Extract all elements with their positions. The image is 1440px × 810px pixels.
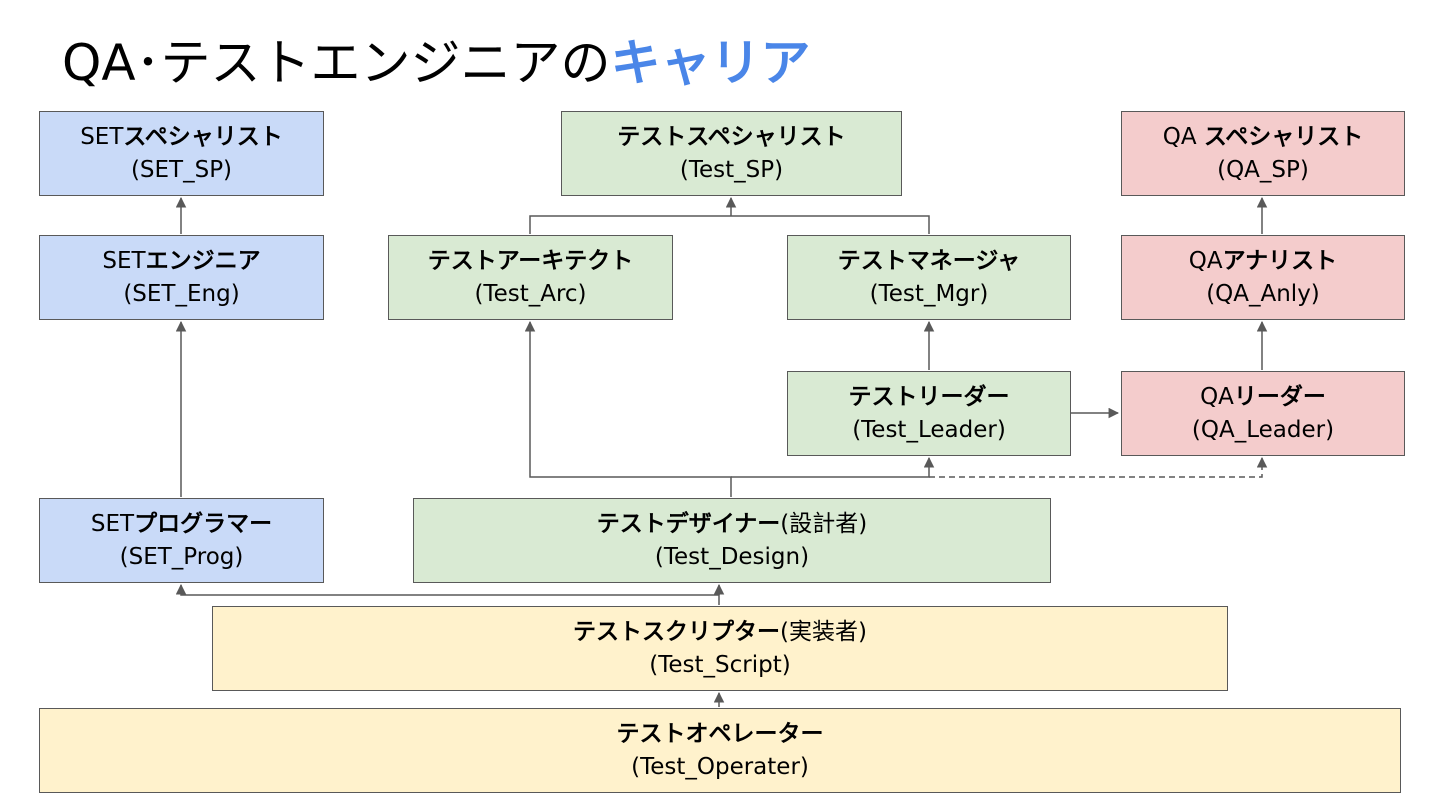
role-qa-sp: QA スペシャリスト (QA_SP) (1121, 111, 1405, 196)
role-test-sp: テストスペシャリスト (Test_SP) (561, 111, 902, 196)
set-sp-code: (SET_SP) (130, 156, 233, 183)
set-eng-code: (SET_Eng) (123, 280, 240, 307)
test-design-suffix: (設計者) (780, 510, 868, 537)
set-eng-name-b: エンジニア (145, 247, 261, 274)
title-prefix: QA･テストエンジニアの (62, 34, 611, 92)
test-leader-code: (Test_Leader) (852, 416, 1006, 443)
role-test-arc: テストアーキテクト (Test_Arc) (388, 235, 673, 320)
set-prog-name-b: プログラマー (134, 510, 273, 537)
page-title: QA･テストエンジニアのキャリア (62, 28, 811, 98)
edge-design-to-qaleader (929, 456, 1268, 478)
test-arc-name: テストアーキテクト (427, 247, 634, 274)
qa-sp-code: (QA_SP) (1217, 156, 1309, 183)
test-sp-name: テストスペシャリスト (617, 123, 846, 150)
test-oper-name: テストオペレーター (616, 720, 824, 747)
set-prog-code: (SET_Prog) (119, 543, 244, 570)
test-oper-code: (Test_Operater) (631, 753, 809, 780)
qa-anly-name-b: アナリスト (1222, 247, 1338, 274)
qa-leader-code: (QA_Leader) (1191, 416, 1335, 443)
role-qa-anly: QAアナリスト (QA_Anly) (1121, 235, 1405, 320)
qa-sp-name-a: QA (1162, 123, 1204, 150)
edge-script-to-setprog (175, 583, 720, 605)
test-script-code: (Test_Script) (649, 651, 791, 678)
role-test-design: テストデザイナー(設計者) (Test_Design) (413, 498, 1051, 583)
test-arc-code: (Test_Arc) (474, 280, 587, 307)
test-mgr-code: (Test_Mgr) (869, 280, 989, 307)
role-test-oper: テストオペレーター (Test_Operater) (39, 708, 1401, 793)
set-sp-name-b: スペシャリスト (123, 123, 283, 150)
test-sp-code: (Test_SP) (679, 156, 784, 183)
qa-sp-name-b: スペシャリスト (1203, 123, 1364, 150)
role-set-eng: SETエンジニア (SET_Eng) (39, 235, 324, 320)
qa-leader-name-a: QA (1200, 383, 1234, 410)
edge-design-to-testarc (524, 320, 732, 497)
qa-anly-name-a: QA (1188, 247, 1223, 274)
set-prog-name-a: SET (90, 510, 135, 537)
role-test-leader: テストリーダー (Test_Leader) (787, 371, 1071, 456)
test-design-name: テストデザイナー (596, 510, 781, 537)
set-eng-name-a: SET (102, 247, 146, 274)
title-accent: キャリア (610, 34, 811, 92)
role-qa-leader: QAリーダー (QA_Leader) (1121, 371, 1405, 456)
role-test-script: テストスクリプター(実装者) (Test_Script) (212, 606, 1228, 691)
test-script-suffix: (実装者) (780, 618, 867, 645)
edge-testarc-testmgr-to-testsp (529, 215, 930, 234)
role-set-prog: SETプログラマー (SET_Prog) (39, 498, 324, 583)
role-set-sp: SETスペシャリスト (SET_SP) (39, 111, 324, 196)
role-test-mgr: テストマネージャ (Test_Mgr) (787, 235, 1071, 320)
set-sp-name-a: SET (80, 123, 124, 150)
test-leader-name: テストリーダー (848, 383, 1010, 410)
test-script-name: テストスクリプター (573, 618, 781, 645)
edge-design-to-testleader (731, 456, 935, 478)
qa-anly-code: (QA_Anly) (1206, 280, 1320, 307)
test-design-code: (Test_Design) (654, 543, 810, 570)
qa-leader-name-b: リーダー (1233, 383, 1326, 410)
test-mgr-name: テストマネージャ (837, 247, 1021, 274)
